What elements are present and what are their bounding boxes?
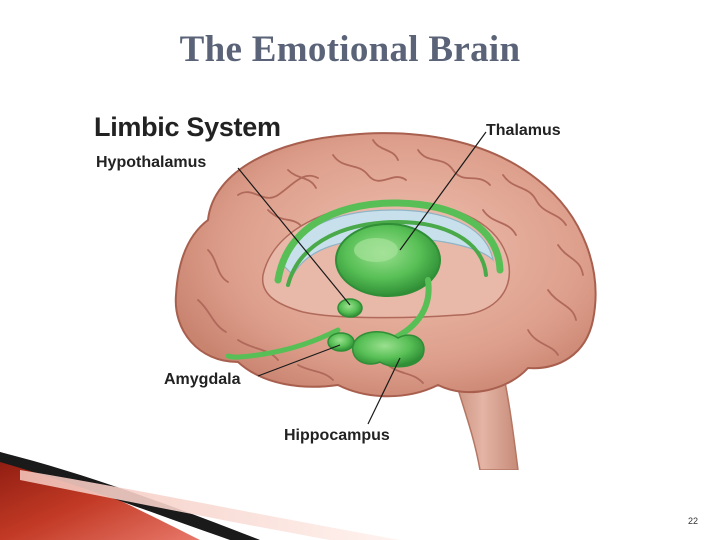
label-hippocampus: Hippocampus <box>284 427 390 445</box>
diagram-heading: Limbic System <box>94 112 281 143</box>
hippocampus <box>353 332 424 367</box>
page-number: 22 <box>688 516 698 526</box>
hypothalamus <box>338 299 362 317</box>
slide-title: The Emotional Brain <box>0 28 700 71</box>
label-thalamus: Thalamus <box>486 122 561 140</box>
label-hypothalamus: Hypothalamus <box>96 154 206 172</box>
label-amygdala: Amygdala <box>164 371 240 389</box>
